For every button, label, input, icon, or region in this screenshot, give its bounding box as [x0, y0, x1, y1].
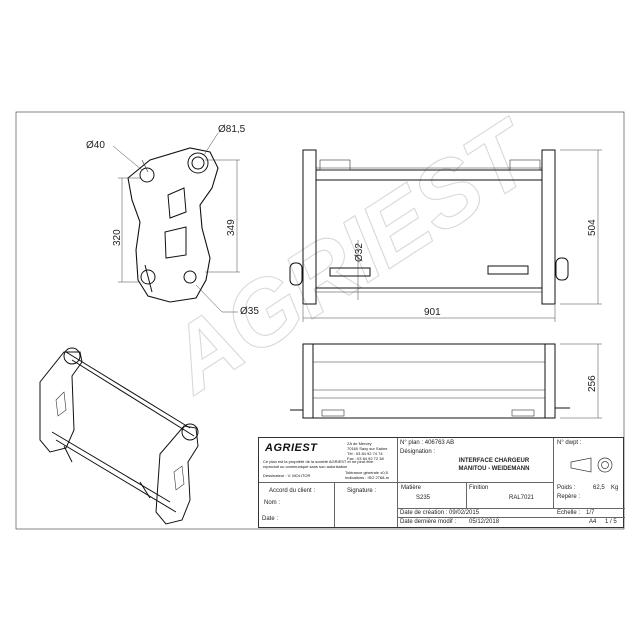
title-block: AGRIEST ZA de Mercey 70160 Saxy sur Saôn… [258, 437, 625, 528]
scale-label: Echelle : [557, 510, 581, 516]
creation-date: Date de création : 09/02/2015 [400, 510, 480, 516]
dim-height-a: 320 [112, 229, 123, 246]
designation-label: Désignation : [400, 449, 436, 455]
designer: Dessinateur : V. MOLITOR [263, 473, 311, 478]
scale-value: 1/7 [586, 510, 595, 516]
drawing-number-label: N° dwpt : [557, 440, 582, 446]
plan-number: N° plan : 406763 AB [400, 440, 455, 446]
sheet-number: 1 / 5 [605, 519, 617, 525]
projection-symbol-icon [570, 457, 613, 473]
date-label: Date : [262, 516, 279, 522]
side-plate-view: Ø40 Ø81,5 320 349 Ø35 [86, 124, 259, 317]
last-modified-value: 05/12/2018 [469, 519, 500, 525]
ownership-notice: Ce plan est la propriété de la société A… [263, 459, 374, 469]
designation-line-2: MANITOU - WEIDEMANN [458, 466, 530, 472]
dim-hole-small: Ø40 [86, 140, 105, 151]
designation-line-1: INTERFACE CHARGEUR [458, 458, 530, 464]
signature-label: Signature : [347, 488, 377, 494]
paper-format: A4 [589, 519, 597, 525]
weight-value: 62,5 [593, 485, 605, 491]
client-agreement-label: Accord du client : [269, 488, 316, 494]
dim-width: 901 [424, 307, 441, 318]
isometric-view [39, 347, 199, 525]
tolerance-note: Tolérance générale ±0,5 Indications : IS… [345, 470, 390, 480]
drawing-border [15, 111, 625, 530]
material-label: Matière [401, 485, 422, 491]
company-info: AGRIEST ZA de Mercey 70160 Saxy sur Saôn… [259, 438, 397, 482]
company-address: ZA de Mercey 70160 Saxy sur Saône Tél : … [347, 441, 388, 461]
dim-depth: 256 [587, 375, 598, 392]
dim-hole-large: Ø81,5 [218, 124, 246, 135]
weight-label: Poids : [557, 485, 576, 491]
finish-value: RAL7021 [509, 495, 535, 501]
company-logo: AGRIEST [265, 442, 318, 454]
material-value: S235 [416, 495, 431, 501]
dim-frame-height: 504 [587, 219, 598, 236]
last-modified-label: Date dernière modif : [400, 519, 457, 525]
finish-label: Finition [469, 485, 489, 491]
top-view: 256 [290, 343, 602, 419]
dim-height-b: 349 [226, 219, 237, 236]
name-label: Nom : [264, 500, 281, 506]
dim-pin-diameter: Ø32 [354, 243, 365, 262]
dim-hole-bottom: Ø35 [240, 306, 259, 317]
weight-unit: Kg [611, 485, 619, 491]
mark-label: Repère : [557, 494, 581, 500]
front-view: Ø32 901 504 [289, 149, 602, 322]
